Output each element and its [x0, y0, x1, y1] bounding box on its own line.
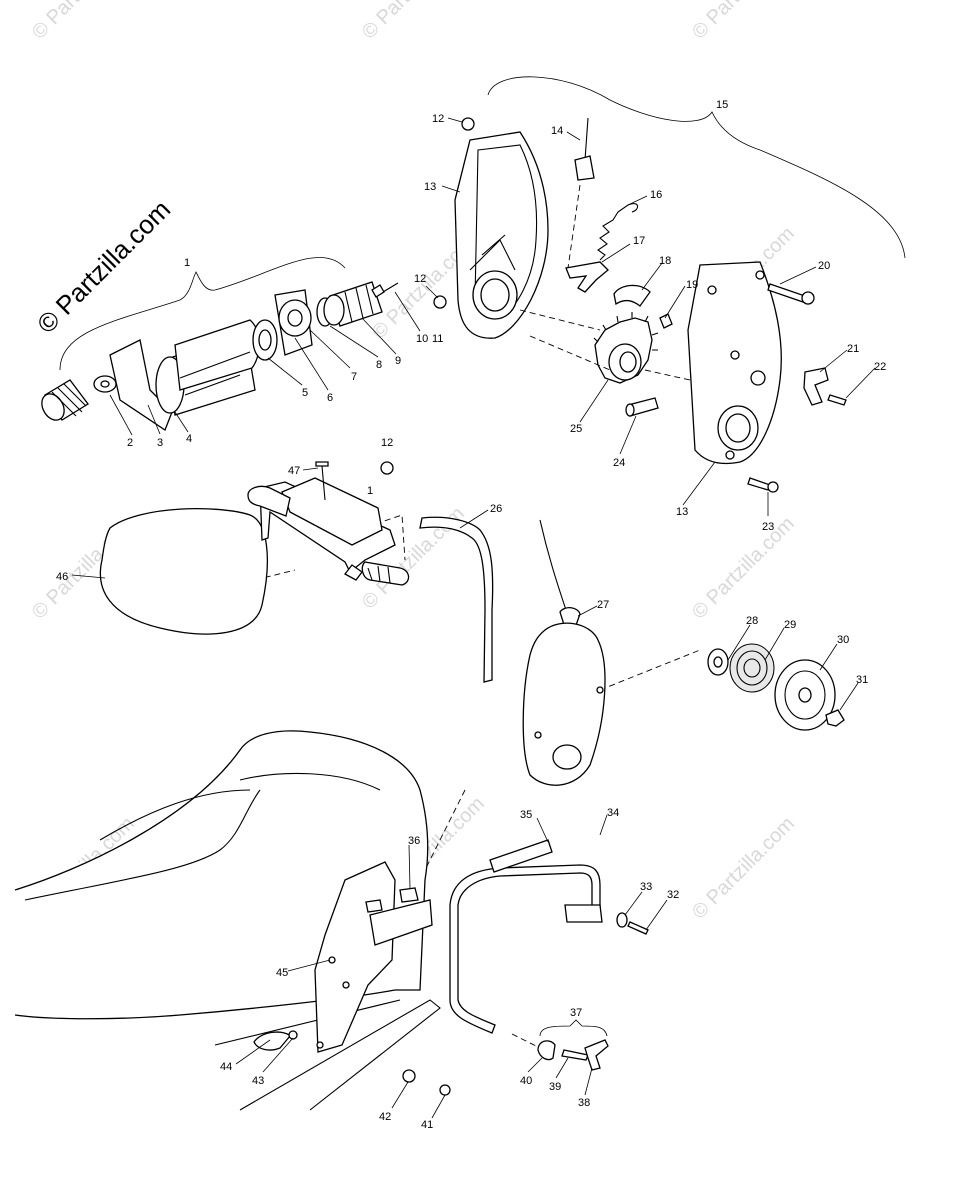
watermark: © Partzilla.com — [688, 0, 799, 44]
bracket-1 — [59, 257, 346, 371]
callout-25: 25 — [570, 423, 582, 435]
callout-46: 46 — [56, 571, 68, 583]
callout-32: 32 — [667, 889, 679, 901]
callouts: 1 1 2 3 4 5 6 7 8 9 10 11 12 12 12 13 13… — [56, 99, 886, 1131]
handle-assembly — [99, 461, 494, 683]
callout-13b: 13 — [676, 506, 688, 518]
callout-14: 14 — [551, 125, 563, 137]
callout-33: 33 — [640, 881, 652, 893]
callout-10: 10 — [416, 333, 428, 345]
callout-19: 19 — [686, 279, 698, 291]
callout-26: 26 — [490, 503, 502, 515]
callout-23: 23 — [762, 521, 774, 533]
watermark: © Partzilla.com — [688, 513, 799, 624]
brand-logo: © Partzilla.com — [31, 194, 176, 339]
recoil-assembly — [522, 519, 845, 786]
callout-13a: 13 — [424, 181, 436, 193]
watermark: © Partzilla.com — [358, 0, 469, 44]
leader-lines — [71, 117, 876, 1119]
callout-6: 6 — [327, 392, 333, 404]
callout-12b: 12 — [414, 273, 426, 285]
callout-43: 43 — [252, 1075, 264, 1087]
callout-3: 3 — [157, 437, 163, 449]
callout-35: 35 — [520, 809, 532, 821]
callout-1a: 1 — [184, 257, 190, 269]
callout-15: 15 — [716, 99, 728, 111]
callout-47: 47 — [288, 465, 300, 477]
callout-9: 9 — [395, 355, 401, 367]
bracket-15 — [487, 76, 906, 259]
callout-18: 18 — [659, 255, 671, 267]
callout-16: 16 — [650, 189, 662, 201]
callout-22: 22 — [874, 361, 886, 373]
callout-34: 34 — [607, 807, 619, 819]
callout-29: 29 — [784, 619, 796, 631]
callout-41: 41 — [421, 1119, 433, 1131]
callout-37: 37 — [570, 1007, 582, 1019]
callout-21: 21 — [847, 343, 859, 355]
case-assembly — [433, 117, 847, 493]
grip-assembly — [41, 281, 399, 431]
callout-27: 27 — [597, 599, 609, 611]
watermark: © Partzilla.com — [28, 0, 139, 44]
callout-28: 28 — [746, 615, 758, 627]
watermark: © Partzilla.com — [688, 813, 799, 924]
callout-39: 39 — [549, 1081, 561, 1093]
callout-1b: 1 — [367, 485, 373, 497]
callout-24: 24 — [613, 457, 625, 469]
callout-36: 36 — [408, 835, 420, 847]
callout-17: 17 — [633, 235, 645, 247]
callout-4: 4 — [186, 433, 192, 445]
callout-7: 7 — [351, 371, 357, 383]
callout-20: 20 — [818, 260, 830, 272]
callout-8: 8 — [376, 359, 382, 371]
seat-assembly — [14, 730, 649, 1111]
callout-30: 30 — [837, 634, 849, 646]
callout-42: 42 — [379, 1111, 391, 1123]
bracket-37 — [539, 1019, 608, 1037]
callout-12a: 12 — [432, 113, 444, 125]
callout-45: 45 — [276, 967, 288, 979]
callout-44: 44 — [220, 1061, 232, 1073]
callout-38: 38 — [578, 1097, 590, 1109]
callout-2: 2 — [127, 437, 133, 449]
callout-11: 11 — [432, 333, 443, 345]
callout-40: 40 — [520, 1075, 532, 1087]
callout-31: 31 — [856, 674, 868, 686]
callout-5: 5 — [302, 387, 308, 399]
callout-12c: 12 — [381, 437, 393, 449]
